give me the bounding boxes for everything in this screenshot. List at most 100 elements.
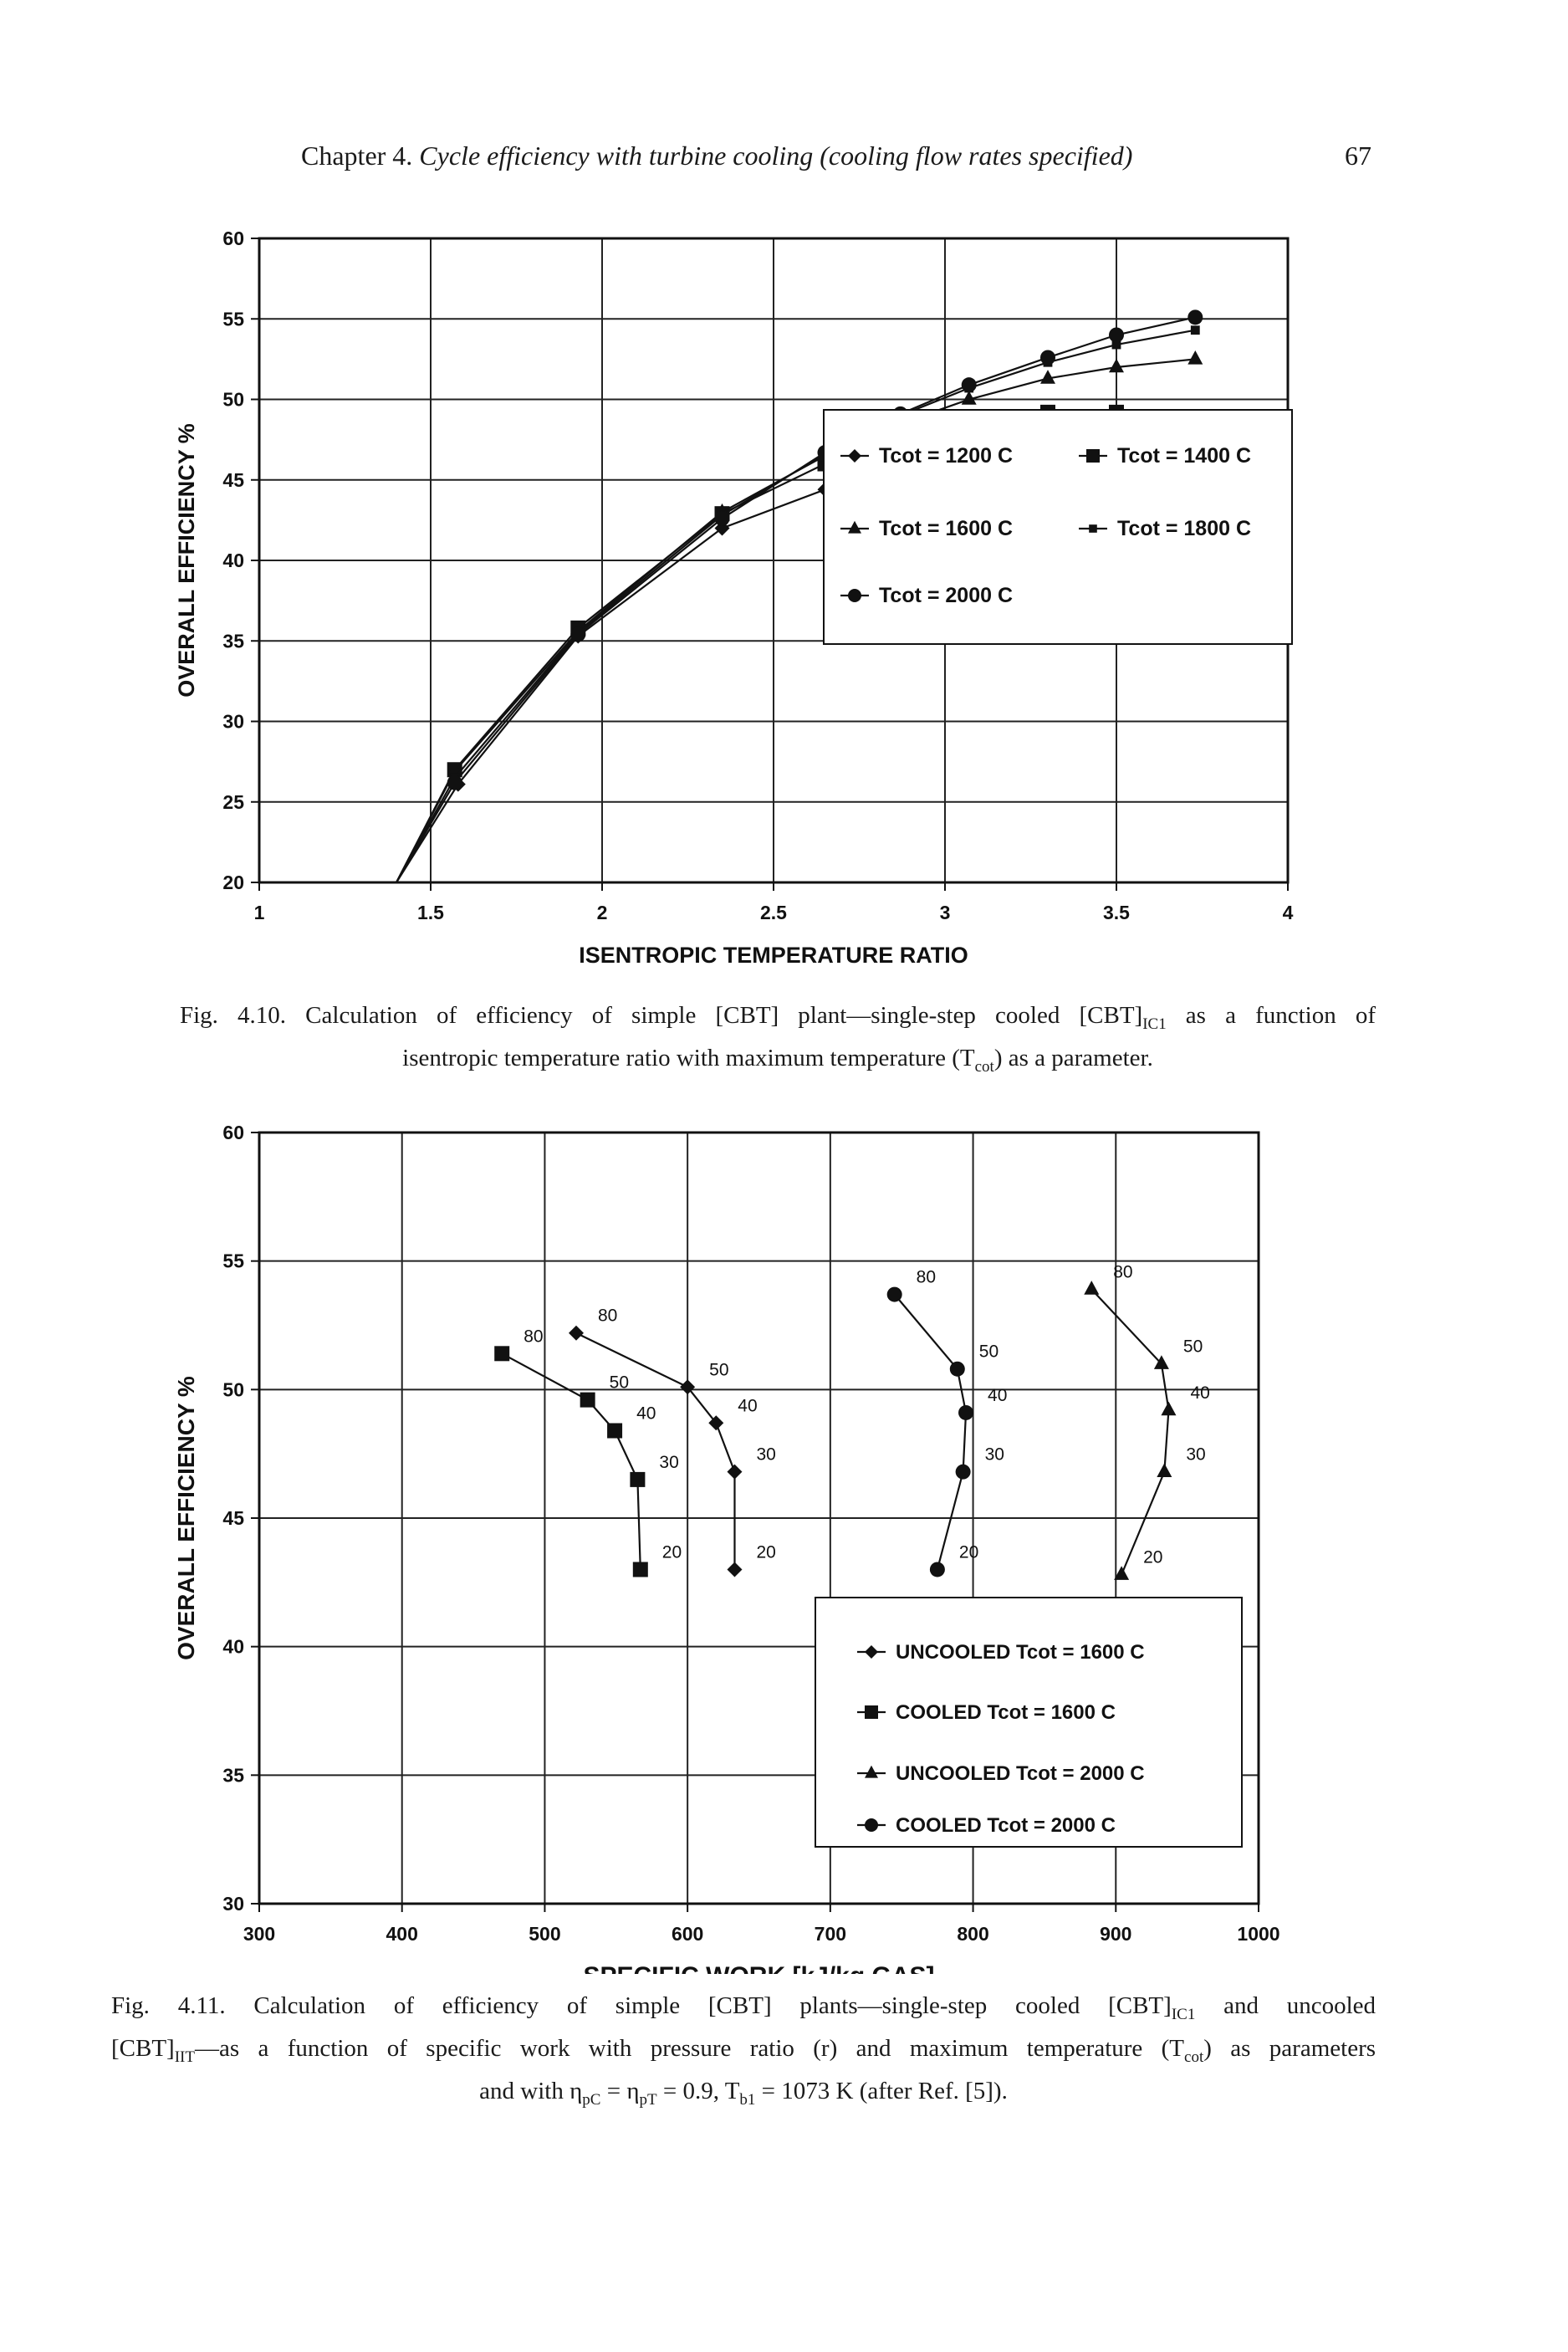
- point-label: 20: [1143, 1548, 1162, 1567]
- caption-4-11-sub-d: pC: [582, 2090, 601, 2109]
- point-label: 50: [1183, 1337, 1203, 1357]
- data-point: [1114, 1566, 1130, 1580]
- x-tick-label: 3.5: [1103, 902, 1130, 923]
- caption-4-10-line-2: isentropic temperature ratio with maximu…: [180, 1041, 1376, 1084]
- x-tick-label: 2: [597, 902, 608, 923]
- caption-4-11-sub-c: cot: [1184, 2048, 1204, 2066]
- caption-4-11-text-g: = η: [600, 2077, 640, 2104]
- legend-marker: [865, 1645, 878, 1659]
- legend-box: [815, 1597, 1243, 1848]
- x-tick-label: 500: [529, 1923, 560, 1945]
- caption-4-11-line-2: [CBT]IIT—as a function of specific work …: [111, 2032, 1376, 2074]
- series-line: [1090, 1288, 1170, 1576]
- caption-4-11-text-d: —as a function of specific work with pre…: [194, 2034, 1185, 2062]
- caption-4-10-line-1: Fig. 4.10. Calculation of efficiency of …: [180, 999, 1376, 1041]
- point-label: 80: [1113, 1262, 1132, 1281]
- series-line: [893, 1293, 968, 1570]
- y-tick-label: 35: [222, 630, 244, 652]
- x-axis-label: ISENTROPIC TEMPERATURE RATIO: [579, 943, 968, 968]
- figure-4-11-chart: 300400500600700800900100030354045505560S…: [173, 1122, 1280, 1974]
- running-header: Chapter 4. Cycle efficiency with turbine…: [0, 141, 1568, 182]
- legend: Tcot = 1200 C Tcot = 1400 C Tcot = 1600 C T…: [823, 409, 1293, 645]
- data-point: [727, 1464, 743, 1480]
- data-point: [494, 1346, 510, 1362]
- x-tick-label: 600: [672, 1923, 703, 1945]
- point-label: 80: [598, 1306, 617, 1326]
- data-point: [1109, 327, 1124, 343]
- caption-4-11-text-h: = 0.9, T: [656, 2077, 740, 2104]
- legend-marker: [865, 1765, 878, 1778]
- y-tick-label: 30: [222, 711, 244, 733]
- x-tick-label: 1000: [1237, 1923, 1279, 1945]
- x-tick-label: 2.5: [760, 902, 787, 923]
- chapter-prefix: Chapter 4.: [301, 141, 413, 171]
- point-label: 20: [959, 1542, 978, 1562]
- data-point: [708, 1415, 724, 1431]
- legend-label: COOLED Tcot = 2000 C: [896, 1814, 1116, 1837]
- data-point: [958, 1404, 974, 1420]
- data-point: [1111, 340, 1121, 350]
- y-axis-label: OVERALL EFFICIENCY %: [173, 1376, 199, 1660]
- x-tick-label: 700: [815, 1923, 846, 1945]
- data-point: [727, 1562, 743, 1577]
- x-tick-label: 3: [940, 902, 951, 923]
- data-point: [1084, 1281, 1100, 1295]
- point-label: 40: [988, 1386, 1007, 1405]
- legend-marker: [848, 520, 861, 534]
- legend-label: Tcot = 1600 C: [879, 517, 1013, 540]
- point-label: 40: [1190, 1383, 1209, 1403]
- chapter-title: Chapter 4. Cycle efficiency with turbine…: [301, 141, 1132, 171]
- series-uncooled-tcot-2000-c: 80 50 40 30 20: [1084, 1262, 1210, 1580]
- y-tick-label: 60: [222, 1122, 244, 1143]
- x-tick-label: 300: [243, 1923, 275, 1945]
- data-point: [949, 1361, 965, 1377]
- caption-4-11-text-f: and with η: [479, 2077, 583, 2104]
- x-axis-label: SPECIFIC WORK [kJ/kg GAS]: [583, 1962, 934, 1974]
- caption-4-11-text-i: = 1073 K (after Ref. [5]).: [755, 2077, 1008, 2104]
- caption-4-11-text-a: Fig. 4.11. Calculation of efficiency of …: [111, 1992, 1172, 2019]
- data-point: [1187, 309, 1203, 325]
- legend-box: [823, 409, 1293, 645]
- legend-label: Tcot = 2000 C: [879, 584, 1013, 607]
- figure-4-11-caption: Fig. 4.11. Calculation of efficiency of …: [111, 1989, 1376, 2116]
- data-point: [680, 1379, 696, 1395]
- data-point: [1040, 370, 1055, 384]
- data-point: [1109, 358, 1124, 373]
- point-label: 80: [524, 1327, 543, 1346]
- point-label: 30: [659, 1453, 678, 1472]
- legend-label: Tcot = 1200 C: [879, 444, 1013, 468]
- data-point: [961, 391, 977, 405]
- point-label: 30: [756, 1445, 775, 1465]
- x-tick-label: 800: [957, 1923, 988, 1945]
- caption-4-11-text-e: ) as parameters: [1203, 2034, 1376, 2062]
- point-label: 30: [1186, 1445, 1205, 1465]
- caption-4-11-text-b: and uncooled: [1195, 1992, 1376, 2019]
- x-tick-label: 4: [1283, 902, 1294, 923]
- caption-4-11-sub-a: IC1: [1171, 2005, 1196, 2023]
- caption-4-11-sub-f: b1: [739, 2090, 756, 2109]
- y-tick-label: 45: [222, 469, 244, 491]
- page-number: 67: [1345, 141, 1371, 171]
- legend-label: Tcot = 1400 C: [1117, 444, 1251, 468]
- point-label: 40: [738, 1396, 757, 1415]
- data-point: [955, 1464, 971, 1480]
- caption-4-11-sub-e: pT: [639, 2090, 657, 2109]
- data-point: [447, 775, 462, 790]
- legend-label: UNCOOLED Tcot = 2000 C: [896, 1762, 1145, 1785]
- data-point: [1040, 350, 1055, 366]
- y-axis-label: OVERALL EFFICIENCY %: [174, 423, 199, 698]
- legend-label: Tcot = 1800 C: [1117, 517, 1251, 540]
- data-point: [607, 1423, 623, 1439]
- y-tick-label: 50: [222, 389, 244, 411]
- point-label: 20: [662, 1542, 682, 1562]
- data-point: [1153, 1355, 1169, 1369]
- legend-marker: [1086, 449, 1100, 463]
- data-point: [714, 510, 730, 526]
- y-tick-label: 50: [222, 1378, 244, 1400]
- point-label: 50: [979, 1342, 999, 1362]
- caption-4-10-text-c: isentropic temperature ratio with maximu…: [402, 1044, 975, 1071]
- legend-marker: [865, 1705, 878, 1719]
